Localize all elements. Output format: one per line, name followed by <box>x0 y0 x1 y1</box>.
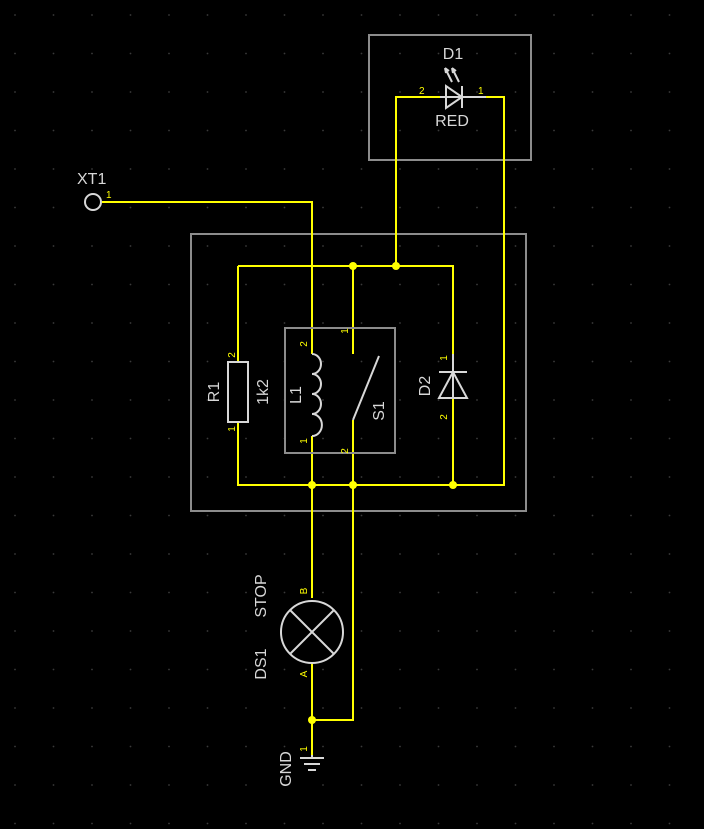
d1-led-icon <box>445 84 464 110</box>
junction-dot <box>308 481 316 489</box>
d1-pin-label: 2 <box>419 86 425 97</box>
d1-ref-label: D1 <box>443 46 464 63</box>
d1-light-arrow <box>444 67 453 83</box>
junction-dot <box>349 481 357 489</box>
gnd-ref-label: GND <box>278 751 295 787</box>
junctions <box>308 262 457 724</box>
s1-ref-label: S1 <box>371 401 388 421</box>
ds1-ref-label: DS1 <box>253 648 270 679</box>
wire-d1-anode <box>395 96 440 266</box>
junction-dot <box>349 262 357 270</box>
s1-pin-label: 1 <box>340 328 351 334</box>
junction-dot <box>449 481 457 489</box>
xt1-pin-label: 1 <box>106 190 112 201</box>
coil-icon <box>311 353 323 437</box>
switch-contact-icon <box>352 355 380 421</box>
ds1-pin-label: B <box>299 587 310 594</box>
xt1-ref-label: XT1 <box>77 171 106 188</box>
d2-pin-label: 1 <box>439 355 450 361</box>
wires <box>102 96 505 755</box>
d2-ref-label: D2 <box>417 376 434 397</box>
d1-pin-label: 1 <box>478 86 484 97</box>
resistor-body <box>227 361 249 423</box>
l1-pin-label: 1 <box>299 438 310 444</box>
gnd-pin-label: 1 <box>299 746 310 752</box>
d1-group-box <box>368 34 532 161</box>
d1-led[interactable]: D1 RED 2 1 <box>419 46 486 130</box>
l1-pin-label: 2 <box>299 341 310 347</box>
junction-dot <box>392 262 400 270</box>
wire-xt1-to-l1 <box>102 201 313 354</box>
gnd-symbol[interactable]: GND 1 <box>278 746 324 787</box>
wire-s1-to-gnd <box>312 420 354 721</box>
l1-coil[interactable]: L1 2 1 <box>288 341 323 444</box>
r1-pin-label: 2 <box>227 352 238 358</box>
d2-diode[interactable]: D2 1 2 <box>417 354 469 420</box>
d1-value-label: RED <box>435 113 469 130</box>
xt1-connector[interactable]: XT1 1 <box>77 171 112 211</box>
ds1-value-label: STOP <box>253 574 270 617</box>
s1-pin-label: 2 <box>340 448 351 454</box>
r1-ref-label: R1 <box>206 382 223 403</box>
wire-top-rail <box>238 265 454 354</box>
r1-pin-label: 1 <box>227 426 238 432</box>
junction-dot <box>308 716 316 724</box>
d2-pin-label: 2 <box>439 414 450 420</box>
ds1-lamp[interactable]: DS1 STOP B A <box>253 574 344 680</box>
wire-bottom-rail <box>237 96 505 486</box>
l1-ref-label: L1 <box>288 386 305 404</box>
r1-resistor[interactable]: R1 1k2 2 1 <box>206 352 272 432</box>
ds1-pin-label: A <box>299 670 310 677</box>
relay-inner-box <box>284 327 396 454</box>
d1-light-arrow <box>451 67 460 83</box>
xt1-terminal-icon <box>84 193 102 211</box>
lamp-cross <box>289 609 335 655</box>
r1-value-label: 1k2 <box>255 379 272 405</box>
diode-icon <box>437 369 469 399</box>
s1-switch[interactable]: S1 1 2 <box>340 328 388 454</box>
relay-group-box <box>190 233 527 512</box>
